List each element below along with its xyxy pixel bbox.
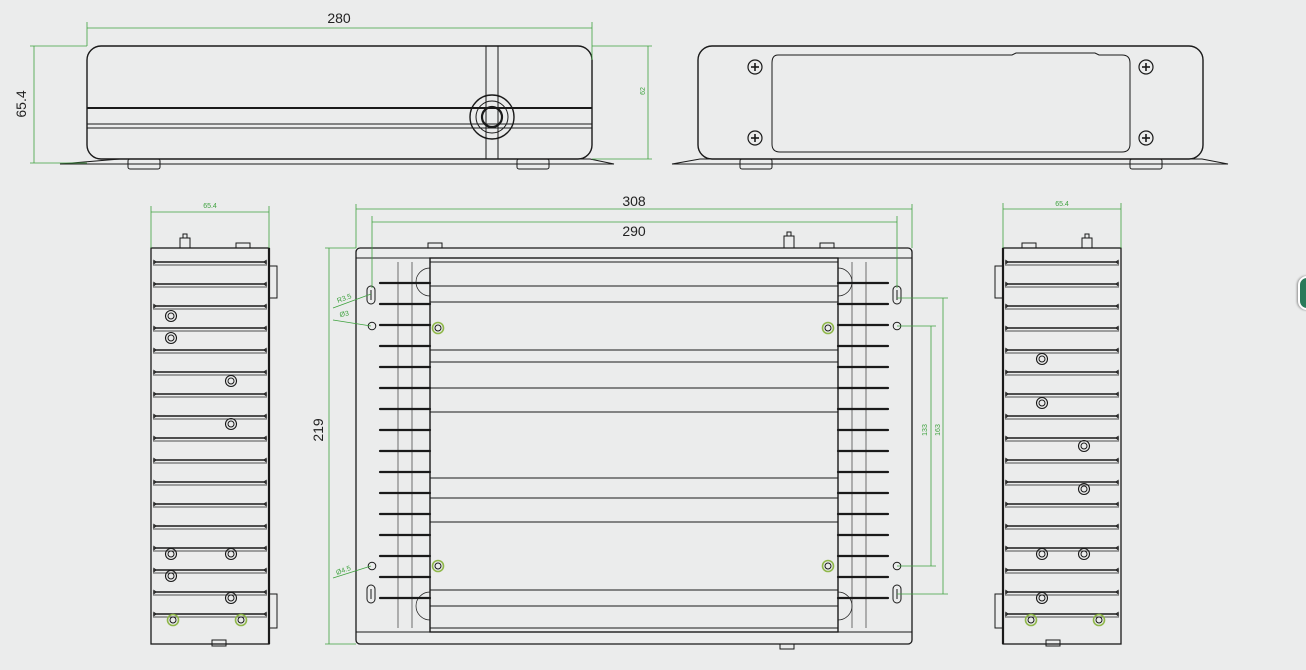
- phillips-screw-icon: [747, 130, 763, 146]
- mounting-slot-icon: [366, 285, 376, 305]
- front-dimensions: [30, 22, 652, 164]
- phillips-screw-icon: [164, 547, 178, 561]
- left-side-dimension: [150, 206, 270, 248]
- phillips-screw-icon: [1035, 396, 1049, 410]
- phillips-screw-icon: [224, 547, 238, 561]
- phillips-screw-icon: [164, 569, 178, 583]
- front-inner-height-label: 62: [640, 87, 647, 95]
- top-chassis: [429, 257, 839, 633]
- front-feet: [59, 158, 615, 170]
- top-view: [355, 231, 913, 650]
- rear-housing: [697, 45, 1204, 160]
- phillips-screw-icon: [234, 613, 248, 627]
- phillips-screw-icon: [431, 321, 445, 335]
- phillips-screw-icon: [166, 613, 180, 627]
- power-button-icon: [469, 94, 515, 140]
- right-side-dimension: [1002, 203, 1122, 248]
- phillips-screw-icon: [1035, 352, 1049, 366]
- phillips-screw-icon: [1035, 591, 1049, 605]
- top-height-label: 219: [310, 418, 326, 442]
- slot-radius-label: R3.5: [336, 293, 352, 305]
- top-dimensions: [325, 204, 948, 645]
- right-side-screws: [1024, 352, 1106, 627]
- phillips-screw-icon: [821, 559, 835, 573]
- phillips-screw-icon: [821, 321, 835, 335]
- left-side-view: [150, 233, 278, 647]
- right-side-view: [994, 233, 1122, 647]
- front-width-label: 280: [327, 10, 351, 26]
- side-badge[interactable]: [1298, 276, 1306, 310]
- right-side-body: [1002, 247, 1122, 645]
- left-side-fins: [152, 259, 268, 618]
- top-view-fins: [378, 262, 890, 628]
- rear-io-panel: [771, 52, 1131, 153]
- rear-screws: [747, 59, 1154, 146]
- front-height-label: 65.4: [13, 90, 29, 117]
- phillips-screw-icon: [164, 309, 178, 323]
- top-mount-plate: [355, 247, 913, 645]
- phillips-screw-icon: [1077, 439, 1091, 453]
- mounting-slot-icon: [366, 584, 376, 604]
- left-side-width-label: 65.4: [203, 203, 217, 210]
- phillips-screw-icon: [224, 591, 238, 605]
- right-side-fins: [1004, 259, 1120, 618]
- phillips-screw-icon: [164, 331, 178, 345]
- phillips-screw-icon: [1138, 59, 1154, 75]
- left-side-screws: [164, 309, 248, 627]
- hole-spacing-label: 133: [922, 424, 929, 436]
- mounting-slots: [366, 285, 902, 604]
- phillips-screw-icon: [1077, 482, 1091, 496]
- phillips-screw-icon: [224, 417, 238, 431]
- mounting-slot-icon: [892, 285, 902, 305]
- front-housing: [86, 45, 593, 160]
- slot-spacing-label: 163: [935, 424, 942, 436]
- right-side-width-label: 65.4: [1055, 201, 1069, 208]
- rear-feet: [671, 158, 1229, 170]
- front-view: [59, 45, 615, 170]
- phillips-screw-icon: [1092, 613, 1106, 627]
- left-side-body: [150, 247, 270, 645]
- phillips-screw-icon: [1138, 130, 1154, 146]
- phillips-screw-icon: [431, 559, 445, 573]
- phillips-screw-icon: [224, 374, 238, 388]
- hole-diameter-label: Ø4.5: [335, 565, 352, 577]
- phillips-screw-icon: [1077, 547, 1091, 561]
- phillips-screw-icon: [747, 59, 763, 75]
- rear-view: [671, 45, 1229, 170]
- top-outer-width-label: 308: [622, 193, 646, 209]
- top-mount-width-label: 290: [622, 223, 646, 239]
- slot-diameter-label: Ø3: [339, 310, 350, 319]
- top-view-screws: [431, 321, 835, 573]
- phillips-screw-icon: [1035, 547, 1049, 561]
- phillips-screw-icon: [1024, 613, 1038, 627]
